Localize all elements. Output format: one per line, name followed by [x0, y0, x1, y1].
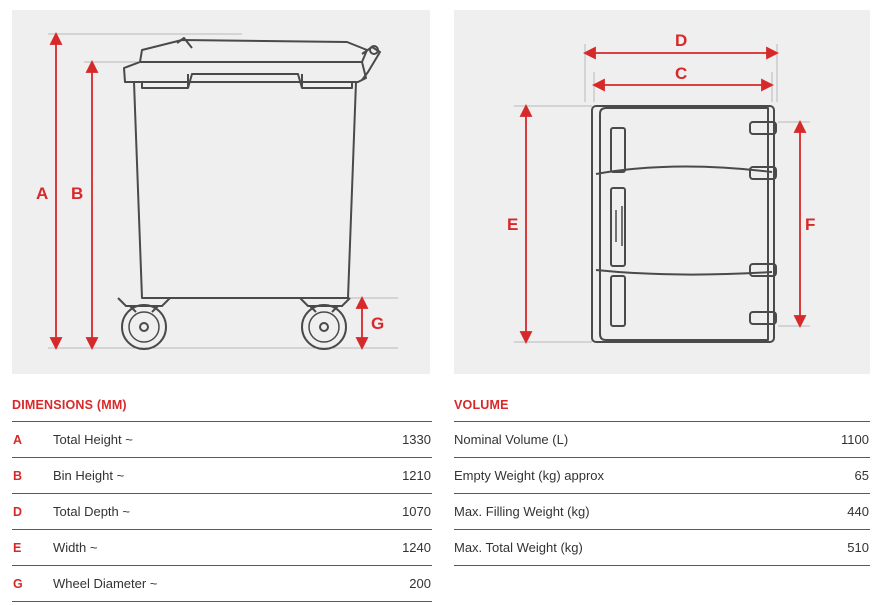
label-b: B	[71, 184, 83, 203]
row-label: Total Height ~	[53, 432, 133, 447]
label-f: F	[805, 215, 815, 234]
dimensions-title: DIMENSIONS (MM)	[12, 394, 432, 422]
table-row: Max. Filling Weight (kg) 440	[454, 494, 870, 530]
label-g: G	[371, 314, 384, 333]
table-row: B Bin Height ~ 1210	[12, 458, 432, 494]
bin-top	[591, 105, 777, 343]
volume-table: VOLUME Nominal Volume (L) 1100 Empty Wei…	[454, 394, 870, 566]
table-row: Empty Weight (kg) approx 65	[454, 458, 870, 494]
row-value: 1210	[402, 468, 431, 483]
label-d: D	[675, 31, 687, 50]
table-row: G Wheel Diameter ~ 200	[12, 566, 432, 602]
row-code: E	[13, 540, 22, 555]
row-code: B	[13, 468, 23, 483]
row-value: 1240	[402, 540, 431, 555]
wheel-right	[299, 297, 351, 350]
table-row: Nominal Volume (L) 1100	[454, 422, 870, 458]
row-label: Total Depth ~	[53, 504, 130, 519]
row-value: 1070	[402, 504, 431, 519]
side-view-diagram: A B G	[12, 10, 430, 374]
row-label: Wheel Diameter ~	[53, 576, 158, 591]
row-label: Max. Total Weight (kg)	[454, 540, 583, 555]
row-value: 510	[847, 540, 869, 555]
row-label: Width ~	[53, 540, 98, 555]
table-row: E Width ~ 1240	[12, 530, 432, 566]
row-value: 1330	[402, 432, 431, 447]
row-value: 440	[847, 504, 869, 519]
volume-title: VOLUME	[454, 394, 870, 422]
row-value: 65	[854, 468, 869, 483]
row-label: Bin Height ~	[53, 468, 125, 483]
label-c: C	[675, 64, 687, 83]
row-label: Max. Filling Weight (kg)	[454, 504, 590, 519]
label-a: A	[36, 184, 48, 203]
dimensions-table: DIMENSIONS (MM) A Total Height ~ 1330 B …	[12, 394, 432, 602]
row-value: 1100	[841, 432, 869, 447]
wheel-left	[117, 297, 171, 350]
top-view-diagram: D C E F	[454, 10, 870, 374]
row-value: 200	[409, 576, 431, 591]
top-view-svg: D C E F	[507, 31, 815, 345]
row-label: Nominal Volume (L)	[454, 432, 569, 447]
table-row: D Total Depth ~ 1070	[12, 494, 432, 530]
row-code: A	[13, 432, 23, 447]
row-label: Empty Weight (kg) approx	[454, 468, 605, 483]
bin-body	[123, 37, 381, 299]
table-row: A Total Height ~ 1330	[12, 422, 432, 458]
table-row: Max. Total Weight (kg) 510	[454, 530, 870, 566]
label-e: E	[507, 215, 518, 234]
side-view-svg: A B G	[36, 31, 398, 351]
row-code: D	[13, 504, 23, 519]
row-code: G	[13, 576, 23, 591]
